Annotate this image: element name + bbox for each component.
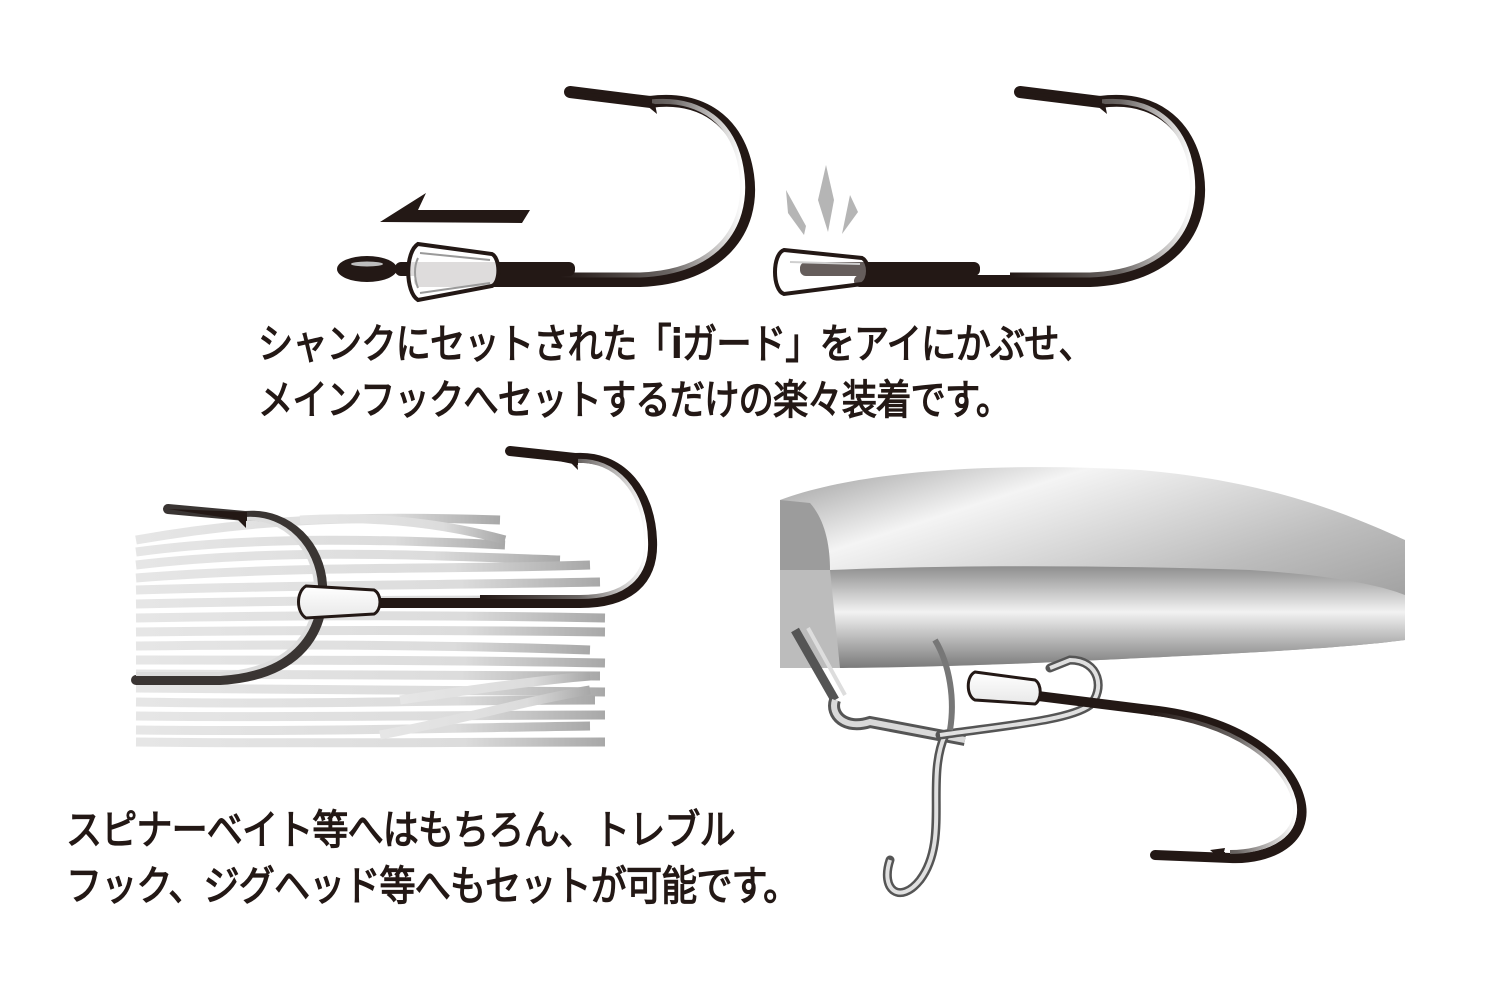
snap-burst-icon (786, 165, 858, 235)
spinnerbait-skirt-hook-icon (131, 446, 658, 748)
caption-bottom-line1: スピナーベイト等へはもちろん、トレブル (66, 806, 736, 854)
caption-top-line1: シャンクにセットされた「iガード」をアイにかぶせ、 (258, 320, 1094, 368)
arrow-left-icon (380, 193, 530, 223)
hook-guard-seated-icon (773, 86, 1206, 297)
caption-top: シャンクにセットされた「iガード」をアイにかぶせ、 メインフックへセットするだけ… (258, 316, 1094, 428)
hook-with-guard-icon (337, 86, 756, 303)
caption-bottom-line2: フック、ジグヘッド等へもセットが可能です。 (66, 862, 799, 910)
caption-bottom: スピナーベイト等へはもちろん、トレブル フック、ジグヘッド等へもセットが可能です… (66, 802, 799, 914)
caption-top-line2: メインフックへセットするだけの楽々装着です。 (258, 376, 1011, 424)
lure-treble-hook-icon (780, 467, 1405, 897)
